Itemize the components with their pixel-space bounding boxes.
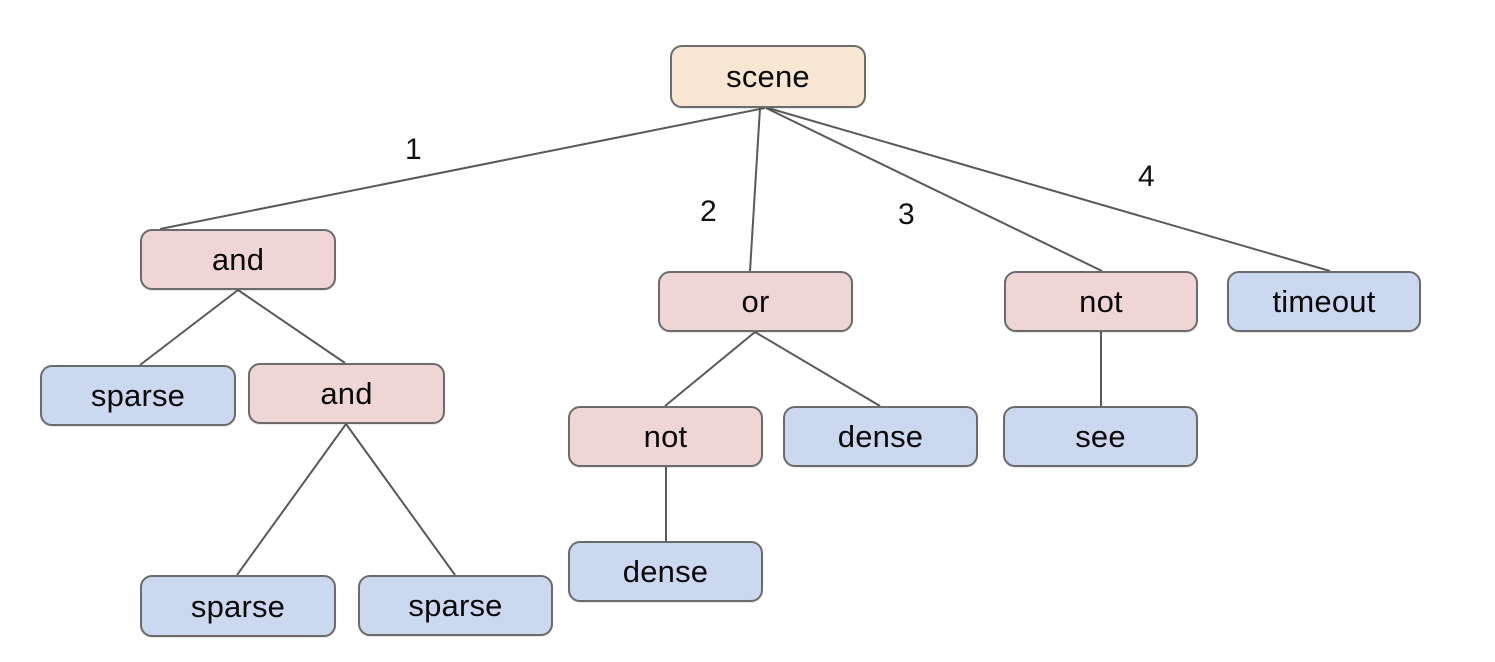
edge-label-1: 1 <box>405 133 422 166</box>
tree-node-label: not <box>643 419 688 454</box>
tree-edge <box>749 107 761 272</box>
tree-edge <box>754 331 881 407</box>
tree-node-dense2[interactable]: dense <box>568 541 763 602</box>
tree-edge <box>139 289 239 366</box>
tree-node-label: or <box>741 284 770 319</box>
tree-node-or1[interactable]: or <box>658 271 853 332</box>
tree-node-label: sparse <box>190 588 286 624</box>
tree-node-see[interactable]: see <box>1003 406 1198 467</box>
tree-edge <box>236 423 347 576</box>
tree-node-not1[interactable]: not <box>1004 271 1198 332</box>
tree-node-and2[interactable]: and <box>248 363 445 424</box>
edge-label-2: 2 <box>700 195 717 228</box>
tree-node-label: dense <box>837 419 924 454</box>
tree-node-dense1[interactable]: dense <box>783 406 978 467</box>
tree-node-label: and <box>320 376 373 411</box>
tree-node-label: and <box>211 242 265 277</box>
tree-node-scene[interactable]: scene <box>670 45 866 108</box>
tree-node-sparse2[interactable]: sparse <box>140 575 336 637</box>
tree-node-sparse1[interactable]: sparse <box>40 365 236 426</box>
tree-node-sparse3[interactable]: sparse <box>358 575 553 636</box>
tree-node-label: not <box>1079 284 1123 319</box>
tree-node-and1[interactable]: and <box>140 229 336 290</box>
tree-node-label: scene <box>726 59 810 94</box>
tree-edge <box>765 107 1103 272</box>
tree-edge <box>159 107 766 230</box>
tree-edge <box>345 423 456 576</box>
edge-label-3: 3 <box>898 198 915 231</box>
tree-node-label: see <box>1075 419 1126 454</box>
tree-node-not2[interactable]: not <box>568 406 763 467</box>
tree-edge <box>664 331 756 407</box>
tree-node-label: timeout <box>1272 284 1376 319</box>
edge-label-4: 4 <box>1138 160 1155 193</box>
tree-edge <box>767 107 1331 272</box>
tree-node-label: sparse <box>408 588 503 623</box>
tree-node-label: dense <box>622 554 709 589</box>
tree-edge <box>237 289 346 364</box>
tree-node-label: sparse <box>90 378 186 413</box>
tree-node-timeout[interactable]: timeout <box>1227 271 1421 332</box>
